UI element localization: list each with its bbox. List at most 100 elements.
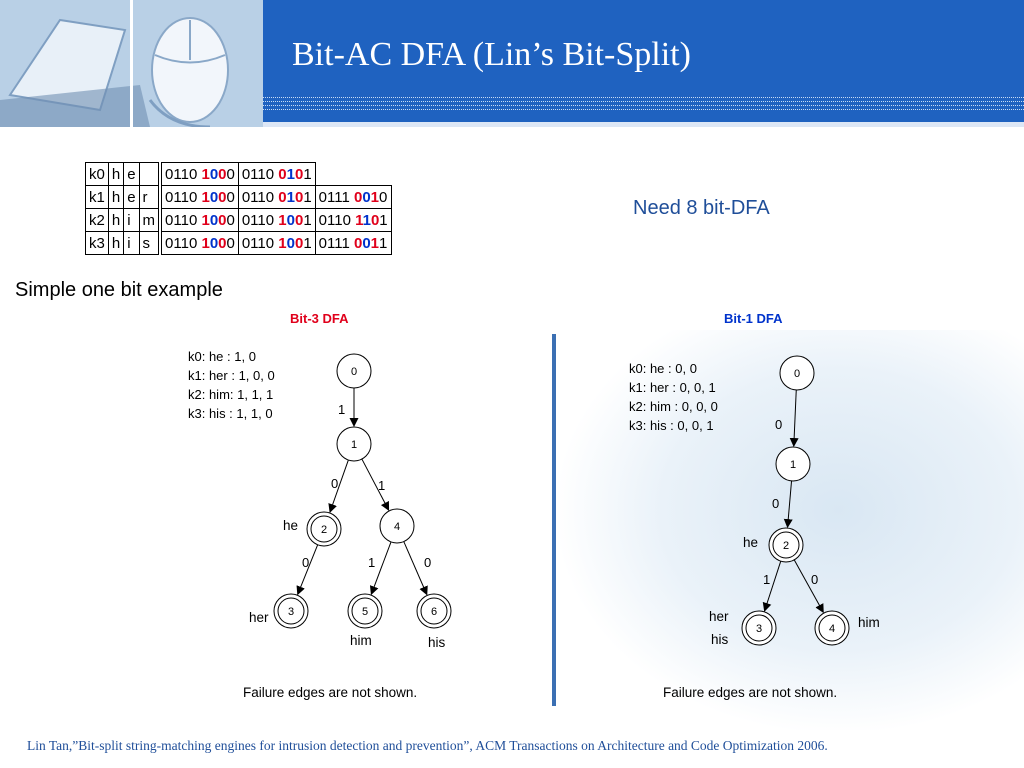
- bit-segment: 0: [218, 211, 227, 229]
- bit-segment: 0: [294, 234, 304, 252]
- header-photo: [0, 0, 263, 127]
- output-label: he: [743, 535, 758, 550]
- bit-segment: 1: [201, 234, 210, 252]
- code-cell: 0110 1001: [237, 231, 316, 255]
- slide-title: Bit-AC DFA (Lin’s Bit-Split): [292, 36, 691, 73]
- bit-segment: 1: [278, 211, 287, 229]
- bit-segment: 1: [303, 211, 312, 229]
- gap-cell: [158, 231, 163, 255]
- bit-segment: 0: [353, 234, 363, 252]
- bit-segment: 1: [286, 188, 295, 206]
- code-cell: 0110 1000: [161, 185, 239, 209]
- state-label: 1: [790, 459, 796, 471]
- output-label: her: [249, 610, 269, 625]
- bit-segment: 0110: [241, 165, 279, 183]
- laptop-mouse-photo-icon: [0, 0, 263, 127]
- bit-segment: 0110: [241, 234, 279, 252]
- output-label: his: [711, 632, 729, 647]
- need-8-bit-dfa-note: Need 8 bit-DFA: [633, 197, 770, 219]
- state-label: 4: [394, 521, 400, 533]
- state-label: 3: [288, 606, 294, 618]
- transition-edge: [403, 541, 428, 596]
- bit-segment: 0: [209, 234, 219, 252]
- state-label: 2: [783, 540, 789, 552]
- state-label: 4: [829, 623, 835, 635]
- bit3-dfa-title: Bit-3 DFA: [290, 311, 349, 326]
- bit-segment: 1: [370, 188, 379, 206]
- key-line: k0: he : 1, 0: [188, 349, 256, 364]
- example-heading: Simple one bit example: [15, 279, 223, 301]
- output-label: his: [428, 635, 446, 650]
- bit-segment: 0: [278, 188, 287, 206]
- header-dotline: [263, 109, 1024, 110]
- bit-segment: 1: [303, 234, 312, 252]
- bit-segment: 0: [370, 211, 380, 229]
- bit-segment: 1: [355, 211, 363, 229]
- edge-label: 0: [424, 555, 431, 570]
- bit-segment: 0: [286, 234, 295, 252]
- char-cell: i: [123, 231, 140, 255]
- bit-segment: 1: [278, 234, 287, 252]
- header-rule: [263, 122, 1024, 127]
- bit-segment: 1: [362, 211, 371, 229]
- bit-segment: 0: [226, 234, 235, 252]
- bit-segment: 0: [294, 211, 304, 229]
- state-label: 1: [351, 439, 357, 451]
- state-node: [775, 446, 811, 482]
- bit1-dfa-title: Bit-1 DFA: [724, 311, 783, 326]
- state-label: 6: [431, 606, 437, 618]
- transition-edge: [296, 544, 319, 596]
- bit-segment: 0: [226, 188, 235, 206]
- accept-ring: [310, 515, 338, 543]
- state-node: [336, 353, 372, 389]
- edge-label: 0: [331, 476, 338, 491]
- code-cell: 0110 1000: [161, 162, 239, 186]
- accept-ring: [420, 597, 448, 625]
- key-line: k3: his : 0, 0, 1: [629, 418, 714, 433]
- slide-header: Bit-AC DFA (Lin’s Bit-Split): [0, 0, 1024, 127]
- bit-segment: 0: [218, 165, 227, 183]
- bit-segment: 0: [379, 188, 388, 206]
- bit-segment: 1: [201, 165, 210, 183]
- bit-segment: 0111: [318, 234, 354, 252]
- state-node: [336, 426, 372, 462]
- key-line: k3: his : 1, 1, 0: [188, 406, 273, 421]
- bit-segment: 0: [226, 211, 235, 229]
- code-cell: 0110 1000: [161, 231, 239, 255]
- state-node: [379, 508, 415, 544]
- accept-ring: [745, 614, 773, 642]
- code-cell: 0111 0011: [314, 231, 392, 255]
- bit-segment: 1: [201, 211, 210, 229]
- state-label: 0: [794, 368, 800, 380]
- accept-ring: [351, 597, 379, 625]
- bit-segment: 0: [209, 165, 219, 183]
- key-cell: k3: [85, 231, 109, 255]
- bit-segment: 0: [209, 188, 219, 206]
- bit-segment: 0: [294, 188, 304, 206]
- bit-segment: 0110: [165, 165, 202, 183]
- key-line: k1: her : 0, 0, 1: [629, 380, 716, 395]
- header-dotline: [263, 97, 1024, 98]
- state-node: [416, 593, 452, 629]
- key-line: k2: him: 1, 1, 1: [188, 387, 274, 402]
- output-label: her: [709, 609, 729, 624]
- code-cell: 0110 1000: [161, 208, 239, 232]
- bit-segment: 0: [209, 211, 219, 229]
- edge-label: 0: [775, 417, 782, 432]
- accept-ring: [277, 597, 305, 625]
- output-label: he: [283, 518, 298, 533]
- state-node: [347, 593, 383, 629]
- edge-label: 0: [772, 496, 779, 511]
- transition-edge: [783, 480, 793, 529]
- header-dotline: [263, 105, 1024, 106]
- transition-edge: [793, 559, 824, 614]
- transition-edge: [328, 459, 349, 513]
- edge-label: 1: [338, 402, 345, 417]
- edge-label: 1: [368, 555, 375, 570]
- bit-segment: 1: [303, 165, 312, 183]
- edge-label: 1: [763, 572, 770, 587]
